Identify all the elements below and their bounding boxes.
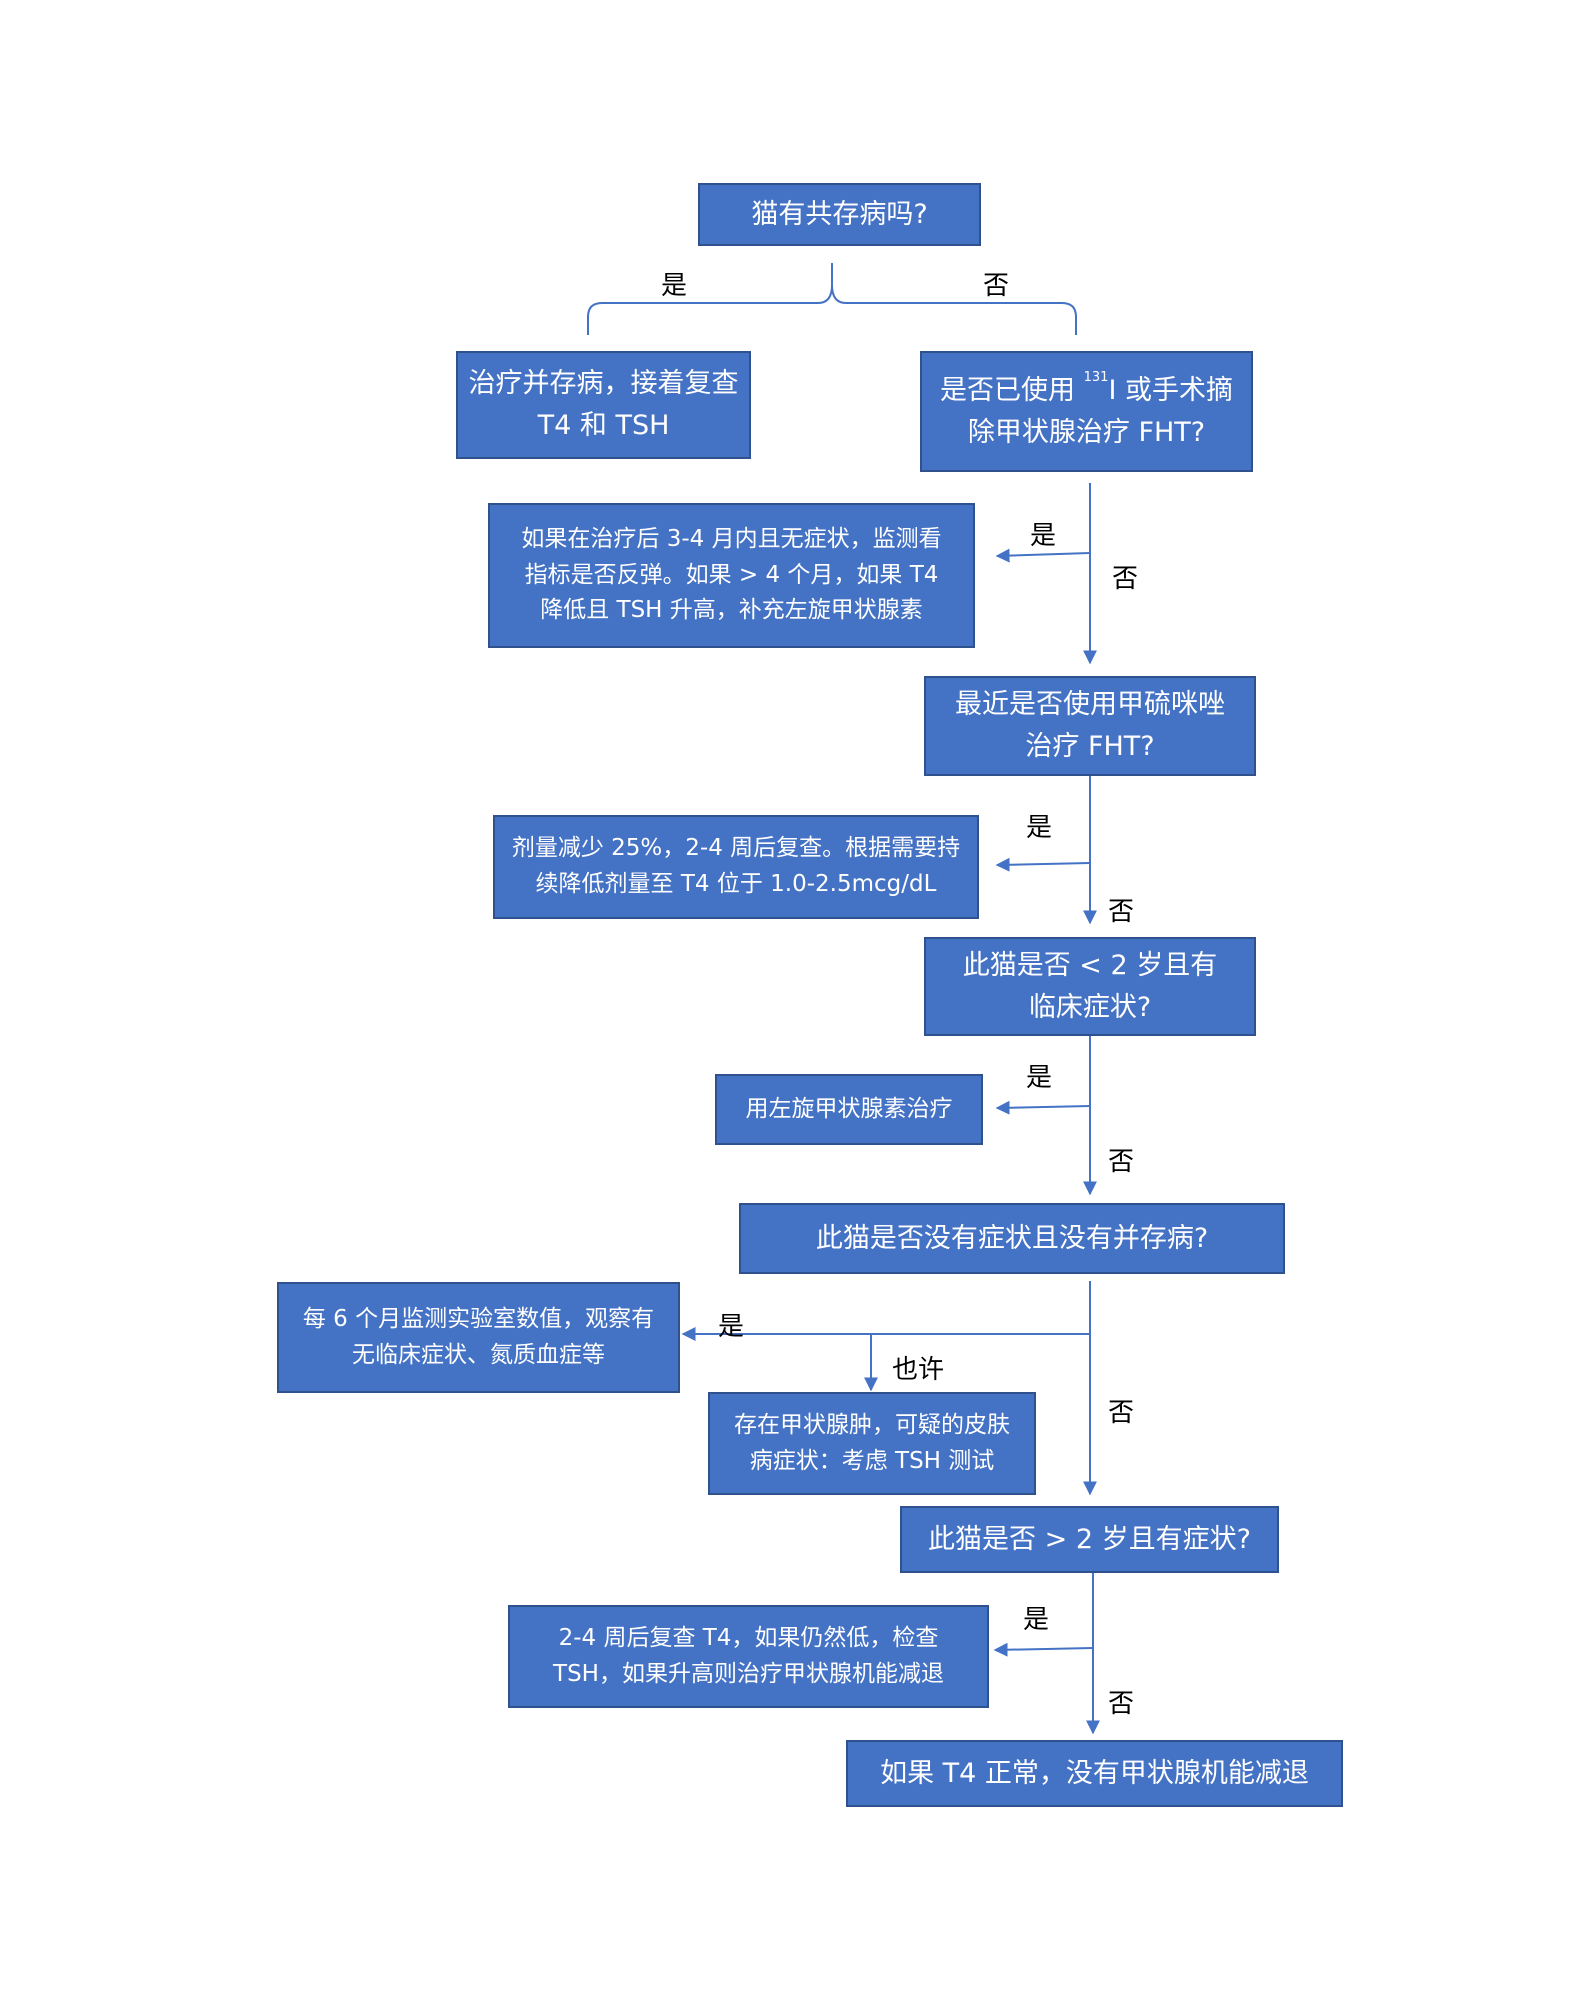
label-no-5: 否 [1108,1398,1135,1428]
question-asymptomatic-text: 此猫是否没有症状且没有并存病? [815,1222,1209,1254]
monitor-rebound-box: 如果在治疗后 3-4 月内且无症状，监测看指标是否反弹。如果 > 4 个月，如果… [488,503,975,648]
question-prior-treatment: 是否已使用 131I 或手术摘除甲状腺治疗 FHT? [920,351,1253,472]
arrow-q6-yes [993,1642,1094,1657]
label-yes-4: 是 [1026,1063,1053,1093]
treat-comorbid-text: 治疗并存病，接着复查 T4 和 TSH [468,368,739,441]
treat-comorbid-box: 治疗并存病，接着复查 T4 和 TSH [456,351,751,459]
label-no-1: 否 [983,271,1010,301]
question-older-symptomatic-text: 此猫是否 > 2 岁且有症状? [928,1523,1251,1555]
label-maybe: 也许 [892,1355,945,1385]
question-prior-treatment-text: 是否已使用 131I 或手术摘除甲状腺治疗 FHT? [940,369,1233,448]
label-no-4: 否 [1108,1147,1135,1177]
monitor-6-months-box: 每 6 个月监测实验室数值，观察有无临床症状、氮质血症等 [277,1282,680,1393]
recheck-t4-text: 2-4 周后复查 T4，如果仍然低，检查 TSH，如果升高则治疗甲状腺机能减退 [553,1624,944,1687]
recheck-t4-box: 2-4 周后复查 T4，如果仍然低，检查 TSH，如果升高则治疗甲状腺机能减退 [508,1605,989,1708]
monitor-rebound-text: 如果在治疗后 3-4 月内且无症状，监测看指标是否反弹。如果 > 4 个月，如果… [521,526,942,624]
label-yes-2: 是 [1030,521,1057,551]
question-comorbidity-text: 猫有共存病吗? [751,198,928,230]
label-yes-1: 是 [661,271,688,301]
goiter-text: 存在甲状腺肿，可疑的皮肤病症状：考虑 TSH 测试 [734,1411,1010,1474]
monitor-6-months-text: 每 6 个月监测实验室数值，观察有无临床症状、氮质血症等 [302,1305,655,1368]
split-brace [587,263,1077,335]
question-methimazole-text: 最近是否使用甲硫咪唑治疗 FHT? [955,689,1225,762]
question-asymptomatic: 此猫是否没有症状且没有并存病? [739,1203,1285,1274]
levothyroxine-text: 用左旋甲状腺素治疗 [745,1095,953,1122]
question-methimazole: 最近是否使用甲硫咪唑治疗 FHT? [924,676,1256,776]
reduce-dose-box: 剂量减少 25%，2-4 周后复查。根据需要持续降低剂量至 T4 位于 1.0-… [493,815,979,919]
arrow-q3-yes [995,857,1091,872]
arrow-q2-yes [995,548,1091,563]
question-older-symptomatic: 此猫是否 > 2 岁且有症状? [900,1506,1279,1573]
question-young-symptomatic-text: 此猫是否 < 2 岁且有临床症状? [962,949,1218,1023]
arrow-q4-yes [995,1100,1091,1115]
levothyroxine-box: 用左旋甲状腺素治疗 [715,1074,983,1145]
label-no-3: 否 [1108,897,1135,927]
label-yes-6: 是 [1023,1605,1050,1635]
label-yes-5: 是 [718,1312,745,1342]
label-no-2: 否 [1112,564,1139,594]
question-young-symptomatic: 此猫是否 < 2 岁且有临床症状? [924,937,1256,1036]
label-no-6: 否 [1108,1689,1135,1719]
final-result-box: 如果 T4 正常，没有甲状腺机能减退 [846,1740,1343,1807]
reduce-dose-text: 剂量减少 25%，2-4 周后复查。根据需要持续降低剂量至 T4 位于 1.0-… [511,835,961,897]
question-comorbidity: 猫有共存病吗? [698,183,981,246]
label-yes-3: 是 [1026,813,1053,843]
goiter-box: 存在甲状腺肿，可疑的皮肤病症状：考虑 TSH 测试 [708,1392,1036,1495]
final-result-text: 如果 T4 正常，没有甲状腺机能减退 [880,1757,1309,1789]
